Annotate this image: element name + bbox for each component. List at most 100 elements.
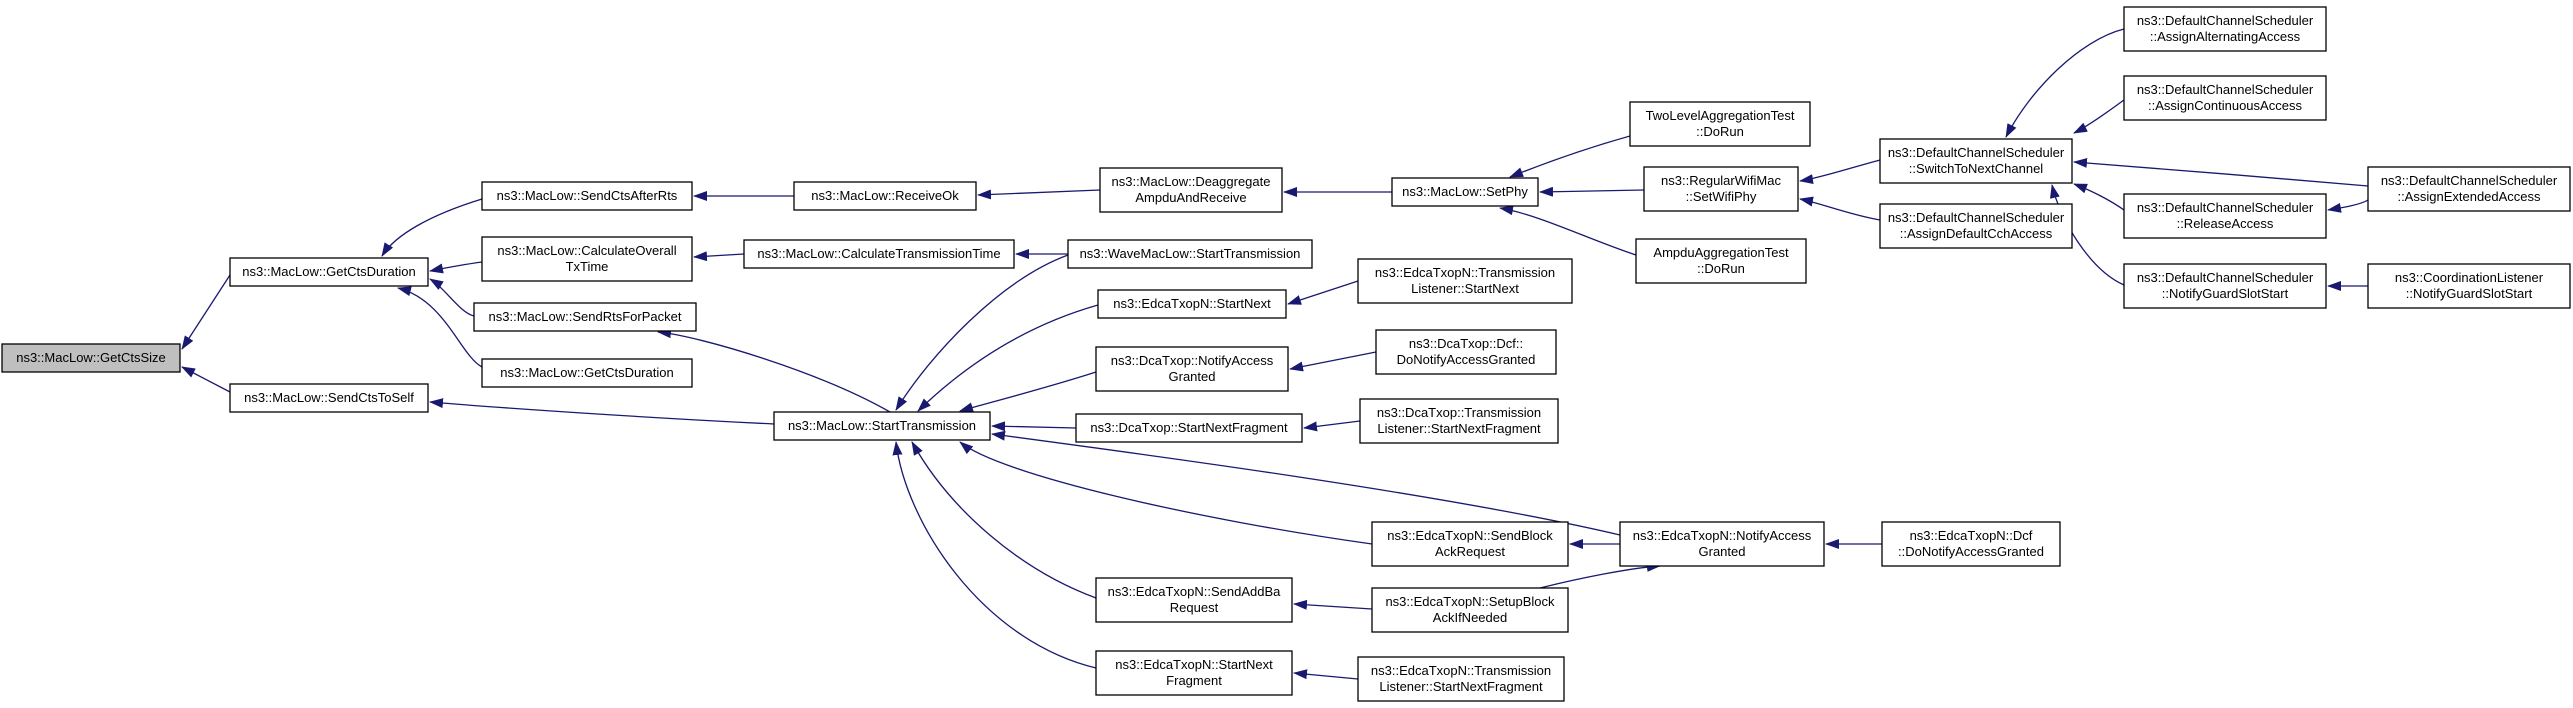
node-label: ::AssignDefaultCchAccess (1900, 226, 2053, 241)
node-getCtsDuration1[interactable]: ns3::MacLow::GetCtsDuration (229, 257, 429, 287)
node-label: DoNotifyAccessGranted (1397, 352, 1536, 367)
node-label: ns3::DcaTxop::StartNextFragment (1090, 420, 1288, 435)
node-sendRtsForPacket[interactable]: ns3::MacLow::SendRtsForPacket (473, 302, 697, 332)
edge-dcfNotify-to-dcaNotify (1289, 351, 1377, 372)
edge-ampduTest-to-setPhy (1499, 205, 1637, 256)
node-edcaStartNext[interactable]: ns3::EdcaTxopN::StartNext (1097, 289, 1287, 319)
node-assignAlternating[interactable]: ns3::DefaultChannelScheduler::AssignAlte… (2123, 6, 2327, 52)
node-edcaTxListenerFrag[interactable]: ns3::EdcaTxopN::TransmissionListener::St… (1357, 656, 1565, 702)
node-label: TxTime (566, 259, 609, 274)
node-label: ns3::WaveMacLow::StartTransmission (1080, 246, 1301, 261)
edge-assignContinuous-to-switchToNext (2073, 99, 2125, 134)
node-label: Listener::StartNextFragment (1377, 421, 1541, 436)
node-box (229, 257, 429, 287)
node-ampduTest[interactable]: AmpduAggregationTest::DoRun (1635, 238, 1807, 284)
edge-edcaStartNext-to-startTx (917, 304, 1099, 412)
node-waveStartTx[interactable]: ns3::WaveMacLow::StartTransmission (1067, 239, 1313, 269)
edge-edcaStartNextFrag-to-startTx (892, 441, 1097, 669)
node-assignExtended[interactable]: ns3::DefaultChannelScheduler::AssignExte… (2367, 166, 2571, 212)
node-root[interactable]: ns3::MacLow::GetCtsSize (1, 343, 181, 373)
node-label: ns3::DcaTxop::Transmission (1377, 405, 1541, 420)
node-getCtsDuration2[interactable]: ns3::MacLow::GetCtsDuration (481, 358, 693, 388)
node-label: Request (1170, 600, 1219, 615)
node-label: ns3::DcaTxop::NotifyAccess (1111, 353, 1274, 368)
edge-assignAlternating-to-switchToNext (2005, 28, 2125, 138)
node-label: AmpduAndReceive (1135, 190, 1246, 205)
node-twoLevel[interactable]: TwoLevelAggregationTest::DoRun (1629, 101, 1811, 147)
node-edcaDcfNotify[interactable]: ns3::EdcaTxopN::Dcf::DoNotifyAccessGrant… (1881, 521, 2061, 567)
node-releaseAccess[interactable]: ns3::DefaultChannelScheduler::ReleaseAcc… (2123, 193, 2327, 239)
node-regularWifiMac[interactable]: ns3::RegularWifiMac::SetWifiPhy (1643, 166, 1799, 212)
node-label: Listener::StartNextFragment (1379, 679, 1543, 694)
node-label: ns3::DefaultChannelScheduler (2381, 173, 2558, 188)
edge-calcOverallTx-to-getCtsDuration1 (429, 261, 483, 274)
node-box (481, 358, 693, 388)
edge-switchToNext-to-regularWifiMac (1799, 159, 1881, 185)
node-label: ns3::MacLow::SetPhy (1402, 184, 1528, 199)
node-label: ns3::EdcaTxopN::Transmission (1371, 663, 1551, 678)
node-label: ns3::DefaultChannelScheduler (1888, 210, 2065, 225)
node-startTx[interactable]: ns3::MacLow::StartTransmission (773, 411, 991, 441)
node-label: ns3::EdcaTxopN::SetupBlock (1385, 594, 1555, 609)
node-box (1357, 656, 1565, 702)
node-box (1879, 203, 2073, 249)
node-box (1097, 289, 1287, 319)
edge-edcaNotify-to-startTx (991, 430, 1621, 536)
node-receiveOk[interactable]: ns3::MacLow::ReceiveOk (793, 181, 977, 211)
node-label: ns3::DcaTxop::Dcf:: (1409, 336, 1523, 351)
node-assignDefaultCch[interactable]: ns3::DefaultChannelScheduler::AssignDefa… (1879, 203, 2073, 249)
node-label: ::AssignExtendedAccess (2397, 189, 2541, 204)
node-dcaStartNextFrag[interactable]: ns3::DcaTxop::StartNextFragment (1075, 413, 1303, 443)
edge-assignDefaultCch-to-regularWifiMac (1799, 196, 1881, 221)
edge-assignExtended-to-switchToNext (2073, 157, 2369, 187)
node-label: ns3::MacLow::CalculateTransmissionTime (757, 246, 1000, 261)
node-label: ns3::EdcaTxopN::SendBlock (1387, 528, 1553, 543)
node-label: ns3::DefaultChannelScheduler (2137, 200, 2314, 215)
node-sendCtsToSelf[interactable]: ns3::MacLow::SendCtsToSelf (229, 383, 429, 413)
node-edcaStartNextFrag[interactable]: ns3::EdcaTxopN::StartNextFragment (1095, 650, 1293, 696)
edge-regularWifiMac-to-setPhy (1539, 186, 1645, 197)
node-label: ::NotifyGuardSlotStart (2162, 286, 2289, 301)
edge-dcaNotify-to-startTx (959, 371, 1097, 413)
edge-getCtsDuration1-to-root (181, 274, 231, 350)
node-label: ns3::DefaultChannelScheduler (1888, 145, 2065, 160)
node-box (2367, 166, 2571, 212)
edge-deaggregate-to-receiveOk (977, 189, 1101, 200)
node-switchToNext[interactable]: ns3::DefaultChannelScheduler::SwitchToNe… (1879, 138, 2073, 184)
node-notifyGuard[interactable]: ns3::DefaultChannelScheduler::NotifyGuar… (2123, 263, 2327, 309)
node-assignContinuous[interactable]: ns3::DefaultChannelScheduler::AssignCont… (2123, 75, 2327, 121)
node-calcTxTime[interactable]: ns3::MacLow::CalculateTransmissionTime (743, 239, 1015, 269)
edge-notifyGuard-to-switchToNext (2050, 184, 2125, 286)
node-dcaTxListenerFrag[interactable]: ns3::DcaTxop::TransmissionListener::Star… (1359, 398, 1559, 444)
edge-dcaTxListenerFrag-to-dcaStartNextFrag (1303, 420, 1361, 432)
node-label: ns3::DefaultChannelScheduler (2137, 270, 2314, 285)
node-label: ns3::RegularWifiMac (1661, 173, 1781, 188)
node-label: ns3::MacLow::CalculateOverall (497, 243, 676, 258)
edge-waveStartTx-to-startTx (895, 254, 1069, 411)
node-edcaNotify[interactable]: ns3::EdcaTxopN::NotifyAccessGranted (1619, 521, 1825, 567)
node-box (1075, 413, 1303, 443)
nodes-layer: ns3::MacLow::GetCtsSizens3::MacLow::GetC… (1, 6, 2571, 702)
node-edcaTxListenerStartNext[interactable]: ns3::EdcaTxopN::TransmissionListener::St… (1357, 258, 1573, 304)
node-label: TwoLevelAggregationTest (1646, 108, 1795, 123)
node-label: ns3::MacLow::StartTransmission (788, 418, 976, 433)
edge-edcaSetupBlockAck-to-edcaNotify (1539, 561, 1661, 589)
node-dcaNotify[interactable]: ns3::DcaTxop::NotifyAccessGranted (1095, 346, 1289, 392)
edge-assignExtended-to-releaseAccess (2327, 199, 2369, 213)
edge-sendCtsToSelf-to-root (181, 366, 231, 393)
node-sendCtsAfterRts[interactable]: ns3::MacLow::SendCtsAfterRts (481, 181, 693, 211)
node-setPhy[interactable]: ns3::MacLow::SetPhy (1391, 177, 1539, 207)
node-box (481, 236, 693, 282)
node-dcfNotify[interactable]: ns3::DcaTxop::Dcf::DoNotifyAccessGranted (1375, 329, 1557, 375)
node-label: ns3::DefaultChannelScheduler (2137, 13, 2314, 28)
node-label: ns3::MacLow::ReceiveOk (811, 188, 959, 203)
edge-sendRtsForPacket-to-getCtsDuration1 (429, 278, 475, 317)
node-coordListener[interactable]: ns3::CoordinationListener::NotifyGuardSl… (2367, 263, 2571, 309)
node-label: AckIfNeeded (1433, 610, 1507, 625)
